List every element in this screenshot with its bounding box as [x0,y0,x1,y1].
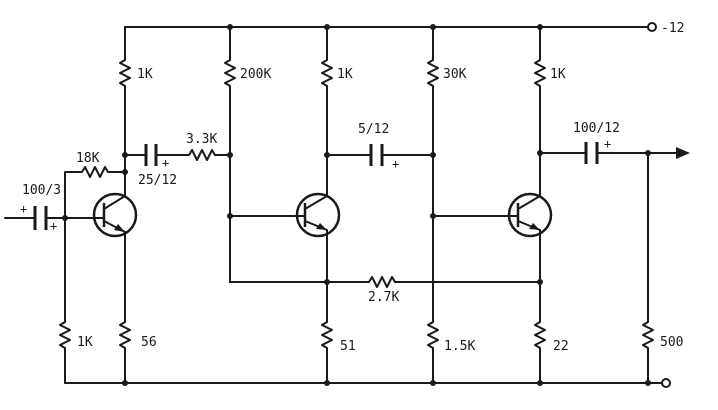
resistor-1-5k [427,317,439,351]
label-r-1k-input: 1K [77,335,93,350]
resistor-200k [224,55,236,89]
svg-text:+: + [162,156,169,170]
label-r-22: 22 [553,339,569,354]
label-r-1k-q1: 1K [137,67,153,82]
supply-label: -12 [661,21,684,36]
label-r-3-3k: 3.3K [186,132,217,147]
svg-text:+: + [392,157,399,171]
ground-terminal [661,378,671,388]
resistor-1k-q1-collector [119,55,131,93]
label-c-coupling-2: 5/12 [358,122,389,137]
label-c-input: 100/3 [22,183,61,198]
capacitor-output: + [584,137,611,164]
label-r-18k: 18K [76,151,100,166]
label-r-1k-q2: 1K [337,67,353,82]
supply-terminal [647,22,657,32]
label-r-500: 500 [660,335,683,350]
svg-text:+: + [50,219,57,233]
transistor-q1 [92,192,138,238]
resistor-56 [119,317,131,351]
capacitor-coupling-2: + [369,144,399,171]
label-r-56: 56 [141,335,157,350]
label-r-1-5k: 1.5K [444,339,475,354]
resistor-30k [427,55,439,89]
label-r-51: 51 [340,339,356,354]
resistor-51 [321,317,333,351]
resistor-1k-input [59,317,71,351]
label-r-1k-q3: 1K [550,67,566,82]
label-r-2-7k: 2.7K [368,290,399,305]
capacitor-coupling-1: + [144,144,169,170]
label-c-coupling-1: 25/12 [138,173,177,188]
resistor-3-3k [184,149,219,161]
label-r-30k: 30K [443,67,467,82]
resistor-18k [77,166,109,178]
svg-text:+: + [20,202,27,216]
resistor-500 [642,317,654,351]
transistor-q2 [295,192,341,238]
resistor-22 [534,317,546,351]
resistor-1k-q3-collector [534,55,546,89]
resistor-1k-q2-collector [321,55,333,89]
resistor-2-7k [364,276,398,288]
label-c-output: 100/12 [573,121,620,136]
capacitor-input: + + [20,202,57,233]
svg-text:+: + [604,137,611,151]
output-arrow-icon [676,147,690,159]
junction-dots [62,24,651,386]
transistor-q3 [507,192,553,238]
label-r-200k: 200K [240,67,271,82]
